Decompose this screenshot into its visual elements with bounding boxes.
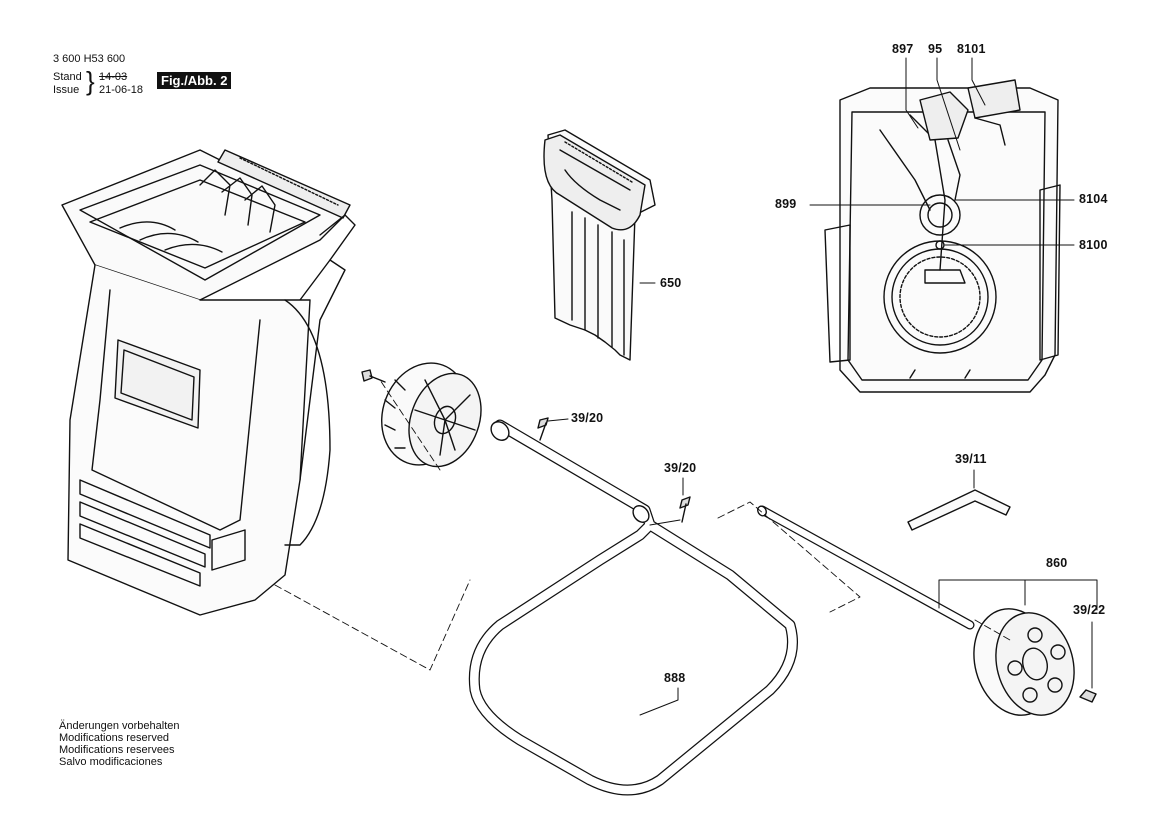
motor-leader-lines [809,57,1075,246]
part-label-39-20-b: 39/20 [664,461,697,475]
right-wheel-860 [973,608,1075,716]
note-french: Modifications reservees [59,744,175,756]
assembly-dashed-lines [274,379,1011,671]
frame-part-888 [468,419,798,796]
note-spanish: Salvo modificaciones [59,756,163,768]
figure-badge: Fig./Abb. 2 [157,72,232,89]
rivet-39-20-a [537,417,549,441]
rivet-39-20-b [679,496,691,523]
part-label-8104: 8104 [1079,192,1108,206]
part-label-95: 95 [928,42,943,56]
shredder-body [61,149,356,616]
screw-left-wheel [361,369,386,383]
hex-key-39-11 [907,489,1011,531]
part-label-39-11: 39/11 [955,452,987,466]
brace-icon: } [86,66,95,96]
collector-part-650 [543,129,656,361]
note-english: Modifications reserved [59,732,170,744]
part-label-39-22: 39/22 [1073,603,1106,617]
part-label-899: 899 [775,197,797,211]
left-wheel [381,362,482,468]
part-label-650: 650 [660,276,682,290]
label-leader-lines [547,418,1098,716]
issue-value: 21-06-18 [99,84,144,96]
part-label-8100: 8100 [1079,238,1108,252]
axle-rod [757,505,975,630]
doc-number: 3 600 H53 600 [53,53,126,65]
part-label-860: 860 [1046,556,1068,570]
issue-label: Issue [53,84,80,96]
stand-label: Stand [53,71,82,83]
note-german: Änderungen vorbehalten [59,720,180,732]
part-label-897: 897 [892,42,914,56]
part-label-8101: 8101 [957,42,986,56]
screw-right-wheel [1079,689,1097,703]
motor-housing-drawing [824,79,1061,393]
part-label-888: 888 [664,671,686,685]
stand-value: 14-03 [99,71,128,83]
part-label-39-20-a: 39/20 [571,411,604,425]
